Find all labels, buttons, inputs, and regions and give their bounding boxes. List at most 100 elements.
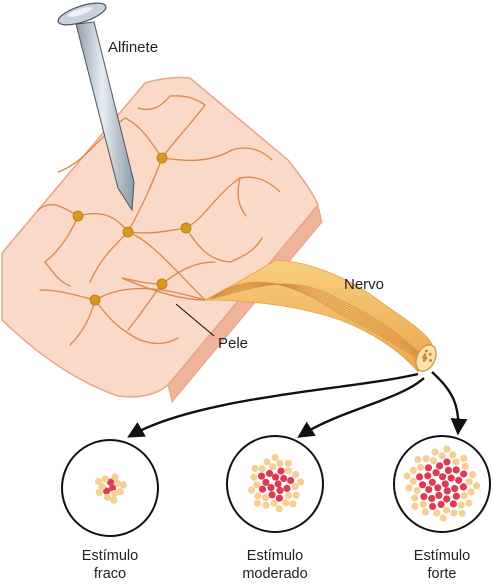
nerve-strand [211,283,423,359]
inactive-fiber-dot [98,483,106,491]
inactive-fiber-dot [417,463,425,472]
nerve-fiber [137,95,171,111]
nerve-fiber [139,337,179,345]
caption-moderate-line2: moderado [242,566,307,582]
inactive-fiber-dot [443,445,451,453]
nerve-fiber [127,231,206,301]
inactive-fiber-dot [291,470,300,479]
nerve-label: Nervo [344,276,384,293]
inactive-fiber-dot [258,465,266,473]
nerve-trunk [204,259,433,373]
inactive-fiber-dot [414,456,422,464]
inactive-fiber-dot [422,508,430,516]
nerve-fiber [239,176,281,193]
inactive-fiber-dot [439,514,447,522]
active-fiber-dot [425,485,433,494]
caption-strong-line2: forte [427,566,456,582]
inactive-fiber-dot [469,471,477,479]
inactive-fiber-dot [284,459,292,467]
inactive-fiber-dot [113,479,121,487]
inactive-fiber-dot [101,475,109,483]
nerve-fiber [94,299,141,341]
fiber-dots-weak [95,473,127,504]
inactive-fiber-dot [284,467,292,475]
active-fiber-dot [424,472,432,480]
inactive-fiber-dot [411,494,419,502]
nerve-fiber [231,147,273,161]
nerve-strand [213,282,425,363]
sensory-receptors [72,152,192,306]
skin-block [1,76,323,404]
nerve-end-dot [425,349,428,353]
inactive-fiber-dot [276,459,284,467]
inactive-fiber-dot [297,478,305,486]
active-fiber-dot [258,485,267,493]
active-fiber-dot [272,473,280,481]
active-fiber-dot [432,469,440,477]
active-fiber-dot [449,500,457,508]
caption-weak-line1: Estímulo [82,548,138,564]
stimulus-arrows [127,371,468,438]
pin-label: Alfinete [108,39,158,56]
active-fiber-dot [444,466,452,474]
inactive-fiber-dot [119,481,127,489]
nerve-fiber [169,95,206,106]
inactive-fiber-dot [458,509,466,517]
active-fiber-dot [265,469,274,477]
caption-weak-line2: fraco [94,566,126,582]
inactive-fiber-dot [457,501,465,509]
active-fiber-dot [439,473,447,481]
receptor-dot [89,294,101,306]
active-fiber-dot [455,476,463,484]
active-fiber-dot [419,481,427,489]
inactive-fiber-dot [285,491,293,500]
nerve-end-dot [428,352,432,356]
fiber-dots-strong [403,445,481,522]
inactive-fiber-dot [254,492,262,500]
nerve-fiber [89,231,129,283]
skin-nerve-fibers [37,95,281,346]
active-fiber-dot [106,478,115,486]
nerve-end-dots [422,349,433,362]
nerve-fiber [237,177,247,217]
active-fiber-dot [428,494,436,503]
inactive-fiber-dot [467,488,475,496]
active-fiber-dot [436,462,444,470]
inactive-fiber-dot [405,484,413,492]
inactive-fiber-dot [409,466,417,474]
arrow-strong [431,371,468,436]
inactive-fiber-dot [270,499,278,507]
active-fiber-dot [437,500,445,509]
arrow-moderate [297,377,425,438]
nerve-fiber-strands [209,281,427,365]
active-fiber-dot [447,474,455,482]
caption-strong-line1: Estímulo [414,548,470,564]
active-fiber-dot [459,483,467,491]
nerve-end-dot [429,359,433,362]
receptor-dot [72,210,84,222]
skin-leader-line [175,303,215,337]
active-fiber-dot [435,491,443,499]
inactive-fiber-dot [275,505,283,513]
pin-shaft [75,21,135,212]
inactive-fiber-dot [433,509,441,517]
nerve-strand [213,281,427,365]
inactive-fiber-dot [460,492,468,500]
inactive-fiber-dot [95,488,103,496]
active-fiber-dot [452,466,460,474]
nerve-strand [211,283,421,357]
active-fiber-dot [109,484,117,492]
stimulus-circle-strong [393,435,491,533]
stimulus-circle-weak [61,439,159,537]
active-fiber-dot [262,478,270,486]
active-fiber-dot [274,480,282,488]
inactive-fiber-dot [442,506,451,514]
active-fiber-dot [443,458,451,466]
active-fiber-dot [280,474,288,483]
active-fiber-dot [443,487,451,495]
fiber-dots-moderate [248,453,305,513]
inactive-fiber-dot [248,486,256,494]
nerve-strand [209,283,419,353]
active-fiber-dot [267,484,275,492]
nerve-bundle [204,259,437,373]
